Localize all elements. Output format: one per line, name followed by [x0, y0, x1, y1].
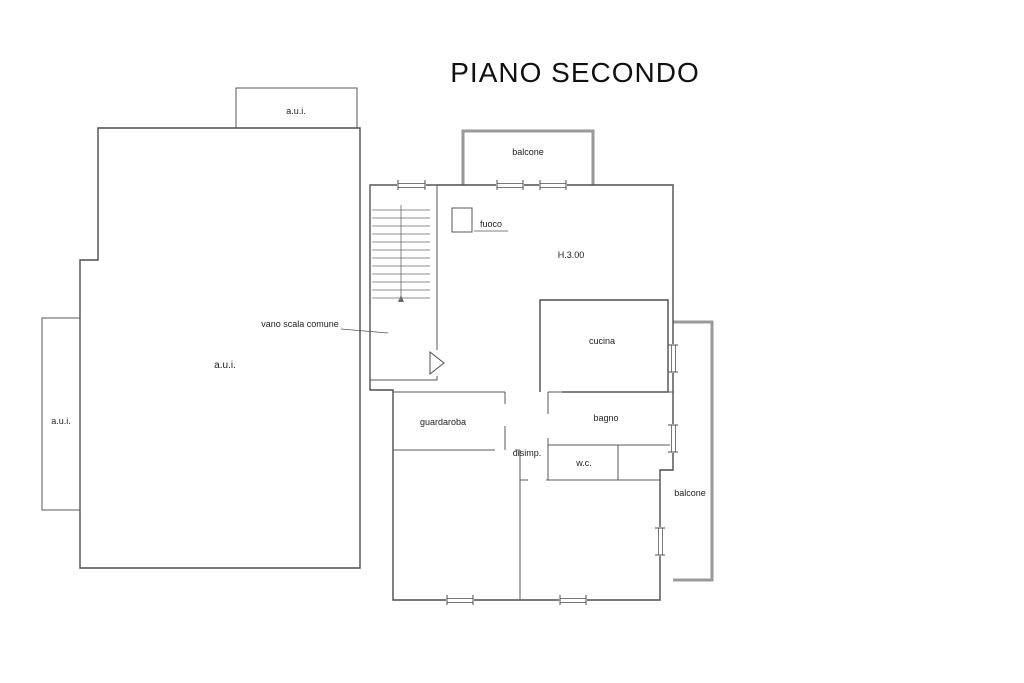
- room-label-balcone-right: balcone: [674, 488, 706, 498]
- window-marker: [668, 344, 678, 373]
- room-aui-main: [79, 127, 361, 569]
- interior-walls: cucina guardaroba bagno w.c. disimp.: [370, 185, 673, 600]
- living-area: fuoco H.3.00: [451, 207, 585, 260]
- room-wc-walls: [547, 445, 619, 481]
- window-marker: [668, 424, 678, 453]
- room-label-balcone-top: balcone: [512, 147, 544, 157]
- stairwell-outline: [369, 184, 438, 381]
- stair-direction-arrow-icon: [398, 295, 404, 302]
- room-bagno-walls: [547, 392, 673, 446]
- windows: [397, 180, 678, 605]
- window-marker: [496, 180, 524, 190]
- window-marker: [446, 595, 474, 605]
- room-aui-left: [41, 317, 81, 511]
- stairwell: vano scala comune: [261, 184, 445, 381]
- window-marker: [539, 180, 567, 190]
- apartment-outer-wall: [369, 184, 674, 601]
- page-title: PIANO SECONDO: [450, 57, 699, 88]
- balcone-top-outline: [461, 129, 595, 185]
- room-label-disimp: disimp.: [513, 448, 542, 458]
- room-label-cucina: cucina: [589, 336, 615, 346]
- room-label-wc: w.c.: [575, 458, 592, 468]
- left-wing: a.u.i. a.u.i. a.u.i.: [41, 87, 361, 569]
- stair-treads: [372, 205, 430, 302]
- room-guardaroba-walls: [393, 391, 506, 450]
- room-cucina-walls: [539, 299, 669, 393]
- balconies: balcone balcone: [461, 129, 714, 582]
- window-marker: [397, 180, 426, 190]
- balcone-right-outline: [673, 320, 714, 582]
- window-marker: [559, 595, 587, 605]
- room-label-aui-left: a.u.i.: [51, 416, 71, 426]
- window-marker: [655, 527, 665, 556]
- room-label-bagno: bagno: [593, 413, 618, 423]
- room-label-aui-main: a.u.i.: [214, 360, 236, 371]
- fuoco-flue: [451, 207, 473, 233]
- room-label-aui-top: a.u.i.: [286, 106, 306, 116]
- ceiling-height-label: H.3.00: [558, 250, 585, 260]
- vano-scala-leader-line: [340, 328, 389, 334]
- stair-door-swing-icon: [429, 350, 445, 376]
- room-label-vano-scala: vano scala comune: [261, 319, 339, 329]
- room-label-guardaroba: guardaroba: [420, 417, 466, 427]
- room-label-fuoco: fuoco: [480, 219, 502, 229]
- apartment-outline: [369, 184, 674, 601]
